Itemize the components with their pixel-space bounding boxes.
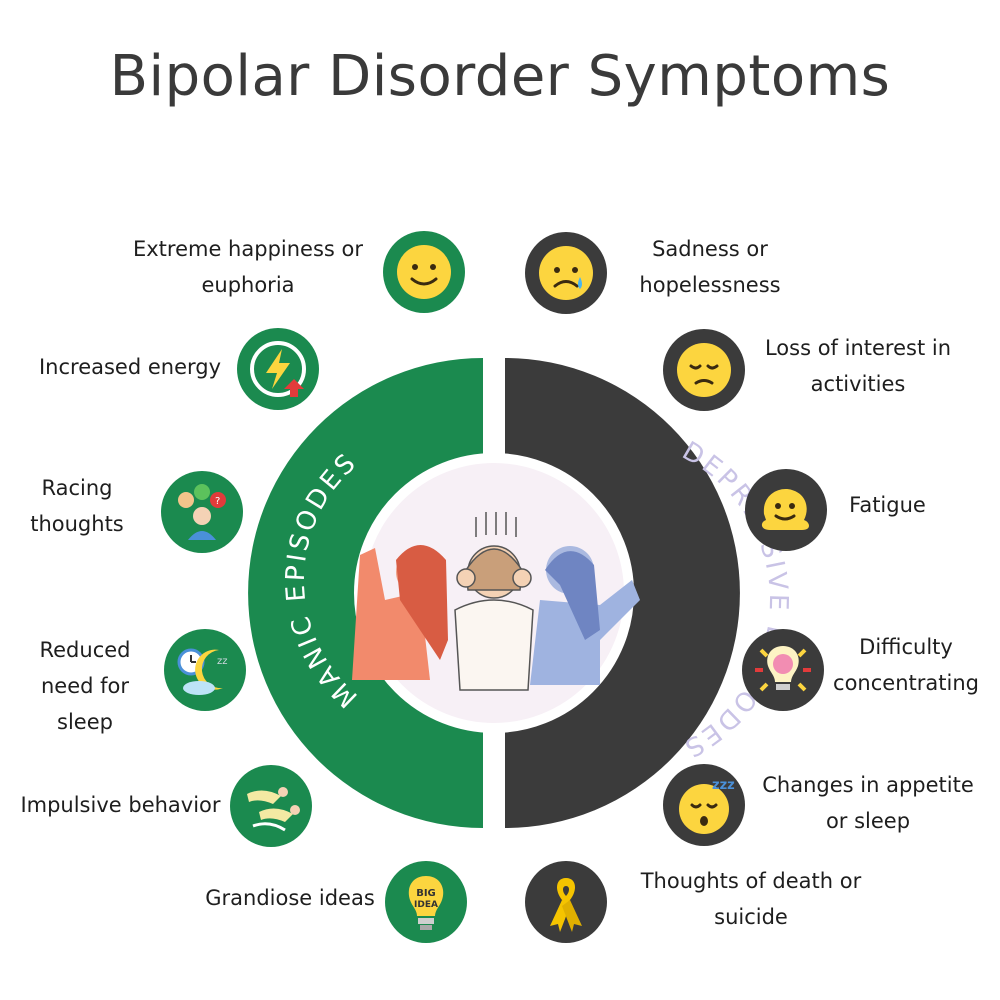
manic-item-label: Extreme happiness or euphoria bbox=[132, 237, 363, 297]
depressive-item-label: Thoughts of death or suicide bbox=[640, 869, 862, 929]
awareness-ribbon-icon bbox=[524, 860, 608, 944]
manic-item-label: Racing thoughts bbox=[30, 476, 124, 536]
smiling-face-icon bbox=[382, 230, 466, 314]
melting-face-icon bbox=[744, 468, 828, 552]
manic-item-label: Grandiose ideas bbox=[205, 886, 375, 910]
sleeping-face-icon: zzz bbox=[662, 763, 746, 847]
sad-face-icon bbox=[662, 328, 746, 412]
manic-item-label: Impulsive behavior bbox=[20, 793, 221, 817]
svg-text:?: ? bbox=[215, 496, 220, 507]
racing-thoughts-icon: ? bbox=[160, 470, 244, 554]
depressive-item-label: Fatigue bbox=[849, 493, 926, 517]
manic-item-label: Increased energy bbox=[38, 355, 222, 379]
depressive-item-label: Loss of interest in activities bbox=[764, 336, 952, 396]
depressive-item-label: Difficulty concentrating bbox=[833, 635, 979, 695]
depressive-item-label: Changes in appetite or sleep bbox=[762, 773, 974, 833]
depressive-item-label: Sadness or hopelessness bbox=[639, 237, 781, 297]
manic-item-label: Reduced need for sleep bbox=[39, 638, 131, 734]
page-title: Bipolar Disorder Symptoms bbox=[109, 44, 891, 109]
svg-text:zz: zz bbox=[217, 656, 228, 667]
running-people-icon bbox=[229, 764, 313, 848]
crying-face-icon bbox=[524, 231, 608, 315]
brain-bulb-icon bbox=[741, 628, 825, 712]
three-women-illustration bbox=[352, 512, 640, 691]
svg-text:IDEA: IDEA bbox=[414, 900, 438, 910]
svg-text:zzz: zzz bbox=[712, 778, 735, 793]
svg-text:BIG: BIG bbox=[416, 888, 436, 899]
clock-moon-icon: zz bbox=[163, 628, 247, 712]
lightning-bolt-icon bbox=[236, 327, 320, 411]
